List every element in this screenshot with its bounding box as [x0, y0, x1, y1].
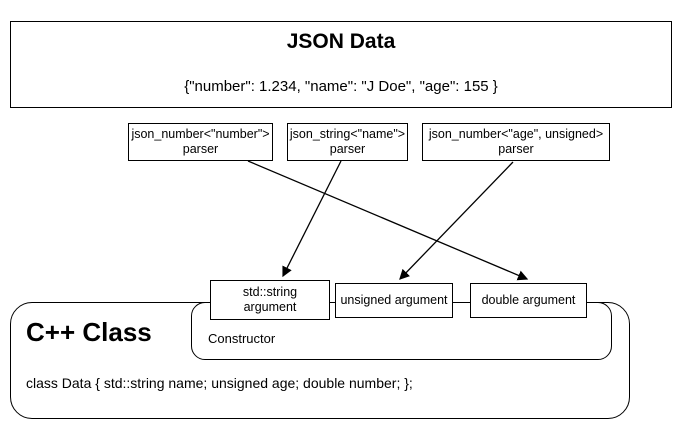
constructor-label: Constructor — [208, 331, 276, 346]
argument-box-string-label: std::string argument — [242, 285, 298, 314]
argument-box-double: double argument — [470, 283, 587, 318]
argument-box-string: std::string argument — [210, 280, 330, 320]
argument-box-unsigned: unsigned argument — [335, 283, 453, 318]
parser-box-name-line2: parser — [329, 142, 366, 156]
argument-box-double-label: double argument — [481, 293, 576, 307]
argument-box-unsigned-label: unsigned argument — [340, 293, 448, 307]
parser-box-age: json_number<"age", unsigned> parser — [422, 123, 610, 161]
parser-box-name-line1: json_string<"name"> — [289, 127, 406, 141]
json-data-title: JSON Data — [286, 30, 396, 53]
json-data-content: {"number": 1.234, "name": "J Doe", "age"… — [184, 78, 498, 95]
parser-box-age-line1: json_number<"age", unsigned> — [428, 127, 604, 141]
arrow-age-parser-to-unsigned-argument — [399, 161, 514, 280]
parser-box-number-line2: parser — [182, 142, 219, 156]
arrow-name-parser-to-string-argument — [282, 160, 342, 278]
arrow-number-parser-to-double-argument — [247, 160, 529, 281]
cpp-class-title: C++ Class — [26, 317, 152, 347]
parser-box-number: json_number<"number"> parser — [128, 123, 273, 161]
json-data-box: JSON Data {"number": 1.234, "name": "J D… — [10, 21, 672, 108]
cpp-class-code: class Data { std::string name; unsigned … — [26, 375, 413, 391]
parser-box-name: json_string<"name"> parser — [287, 123, 408, 161]
parser-box-number-line1: json_number<"number"> — [131, 127, 270, 141]
parser-box-age-line2: parser — [498, 142, 534, 156]
